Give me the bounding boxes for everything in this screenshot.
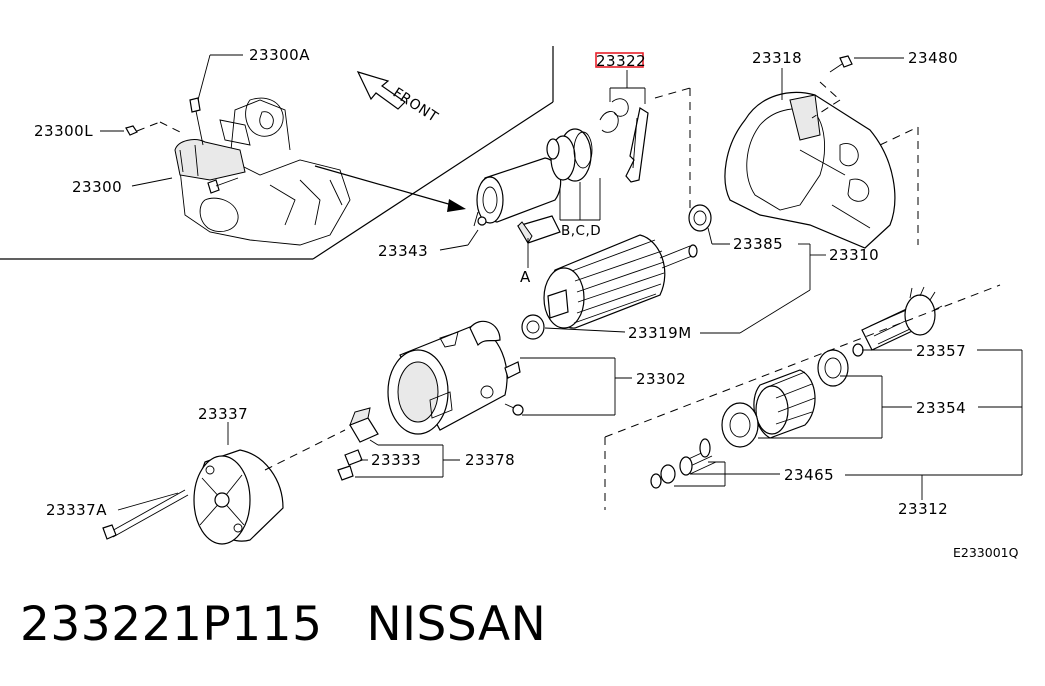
label-23322: 23322 <box>596 52 646 70</box>
leader-lines <box>100 54 1023 511</box>
label-BCD: B,C,D <box>561 223 601 239</box>
label-23480: 23480 <box>908 49 958 67</box>
figure-code: E233001Q <box>953 545 1019 560</box>
label-23300: 23300 <box>72 178 122 196</box>
label-23337A: 23337A <box>46 501 107 519</box>
label-23465: 23465 <box>784 466 834 484</box>
label-23333: 23333 <box>371 451 421 469</box>
label-A: A <box>520 268 531 286</box>
label-23385: 23385 <box>733 235 783 253</box>
rear-cover-23337 <box>102 449 284 545</box>
label-23354: 23354 <box>916 399 966 417</box>
engine-inset <box>0 46 554 260</box>
front-direction-label: FRONT <box>390 85 441 126</box>
label-23318: 23318 <box>752 49 802 67</box>
assembly-boundaries <box>264 81 1001 510</box>
label-23302: 23302 <box>636 370 686 388</box>
label-23378: 23378 <box>465 451 515 469</box>
label-23300A: 23300A <box>249 46 310 64</box>
brush-springs-23322 <box>599 98 649 183</box>
yoke-23302 <box>387 320 524 435</box>
label-23343: 23343 <box>378 242 428 260</box>
label-23319M: 23319M <box>628 324 692 342</box>
brush-holder-23378 <box>337 407 379 481</box>
label-23312: 23312 <box>898 500 948 518</box>
part-labels: 23300A 23300L 23300 23343 A B,C,D 23322 … <box>34 46 1019 560</box>
part-highlight-box <box>595 52 644 68</box>
armature-23310 <box>521 204 712 340</box>
gear-case-23318 <box>724 55 896 249</box>
label-23310: 23310 <box>829 246 879 264</box>
brand-name: NISSAN <box>366 597 547 652</box>
label-23300L: 23300L <box>34 122 93 140</box>
label-23357: 23357 <box>916 342 966 360</box>
solenoid-23343 <box>473 128 593 244</box>
pinion-assembly-23312 <box>650 286 943 489</box>
footer-caption: 233221P115 NISSAN <box>20 597 546 661</box>
label-23337: 23337 <box>198 405 248 423</box>
part-number: 233221P115 <box>20 597 323 652</box>
